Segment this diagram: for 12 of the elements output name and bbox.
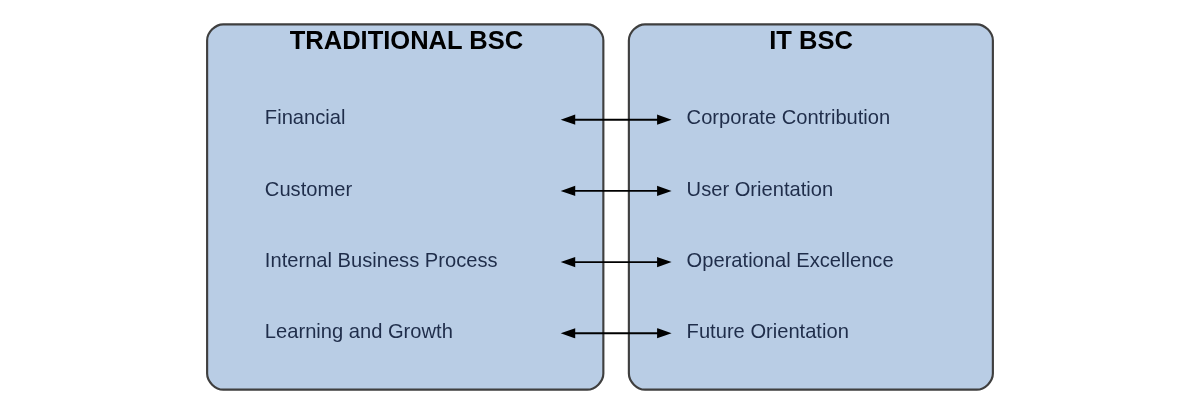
node-text: User Orientation [686, 177, 834, 200]
arrow [560, 257, 672, 268]
node-text: Operational Excellence [686, 248, 894, 271]
node-text: Internal Business Process [264, 248, 498, 271]
arrow [560, 328, 672, 339]
node-text: Future Orientation [686, 319, 849, 342]
node-text: Learning and Growth [264, 319, 453, 342]
node-text: Customer [264, 177, 353, 200]
arrow [560, 114, 672, 125]
node-text: Corporate Contribution [686, 106, 891, 129]
arrow [560, 185, 672, 196]
node-text: Financial [264, 106, 346, 129]
